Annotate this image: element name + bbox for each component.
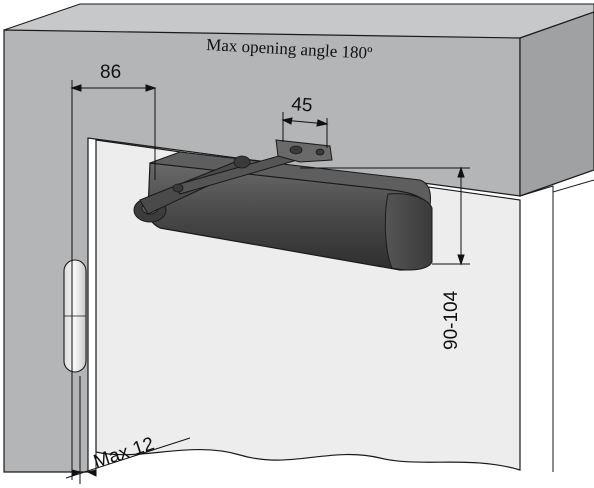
door-closer [133, 139, 433, 271]
wall-frame [3, 3, 594, 473]
closer-end-cap [384, 193, 433, 271]
frame-notch [519, 179, 594, 197]
dimension-86-label: 86 [100, 62, 121, 83]
dimension-86 [70, 80, 157, 480]
dimension-height [300, 166, 470, 266]
dimension-45-label: 45 [291, 94, 314, 116]
dimension-height-label: 90-104 [441, 290, 462, 350]
frame-bracket [275, 139, 333, 163]
dimension-max12 [65, 376, 191, 484]
hinge [63, 259, 87, 373]
arm-joint [233, 155, 251, 169]
header-side-face [519, 11, 594, 197]
dimension-45 [281, 112, 329, 148]
